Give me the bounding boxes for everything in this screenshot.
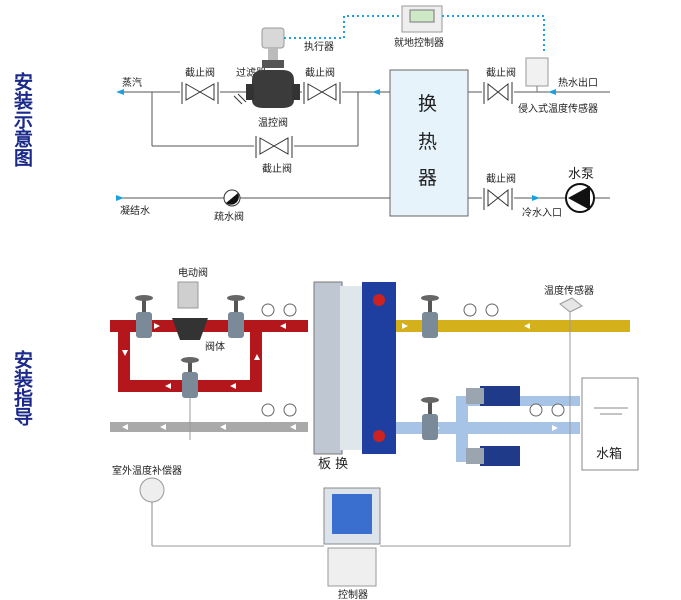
plate-exchanger-label: 板 换 xyxy=(318,457,348,472)
drain-valve-label: 疏水阀 xyxy=(214,210,244,223)
water-pump-label: 水泵 xyxy=(568,167,594,182)
hot-water-pipe-yellow xyxy=(396,320,630,332)
heat-exchanger xyxy=(389,69,469,217)
stop-valve-2-label: 截止阀 xyxy=(305,66,335,79)
condensate-arrows xyxy=(122,424,296,430)
condensate-label: 凝结水 xyxy=(120,204,150,217)
controller-label: 控制器 xyxy=(338,588,368,600)
stop-valve-2 xyxy=(302,82,342,104)
filter-symbol xyxy=(233,93,247,105)
temp-sensor xyxy=(559,297,583,313)
top-section-title: 安装示意图 xyxy=(11,71,34,168)
hot-water-out-label: 热水出口 xyxy=(558,76,598,89)
circulation-pump-2 xyxy=(466,446,520,466)
svg-text:安装指导: 安装指导 xyxy=(11,349,34,426)
flow-arrows-top xyxy=(116,89,556,201)
water-tank xyxy=(581,377,639,471)
stop-valve-5 xyxy=(482,188,514,210)
stop-valve-3-label: 截止阀 xyxy=(262,162,292,175)
cold-water-in-label: 冷水入口 xyxy=(522,206,562,219)
stop-valve-1 xyxy=(180,82,220,104)
local-controller-label: 就地控制器 xyxy=(394,36,444,49)
electric-valve-label: 电动阀 xyxy=(178,266,208,279)
hot-water-arrows xyxy=(402,323,530,329)
stop-valve-4-label: 截止阀 xyxy=(486,66,516,79)
stop-valve-5-label: 截止阀 xyxy=(486,172,516,185)
water-pump xyxy=(565,183,595,213)
gate-valve-1 xyxy=(135,295,153,338)
gate-valve-3 xyxy=(181,357,199,398)
svg-text:安装示意图: 安装示意图 xyxy=(11,71,34,168)
controller xyxy=(323,487,381,587)
gate-valve-4 xyxy=(421,295,439,338)
stop-valve-1-label: 截止阀 xyxy=(185,66,215,79)
stop-valve-3 xyxy=(254,136,294,158)
circulation-pump-1 xyxy=(466,386,520,406)
bottom-section-title: 安装指导 xyxy=(11,349,34,426)
outdoor-comp-label: 室外温度补偿器 xyxy=(112,464,182,477)
temp-sensor-label: 温度传感器 xyxy=(544,284,594,297)
signal-line xyxy=(284,15,545,54)
stop-valve-4 xyxy=(482,82,514,104)
valve-body-label: 阀体 xyxy=(205,340,225,353)
pressure-gauges xyxy=(261,303,565,417)
heat-exchanger-label-2: 热 xyxy=(418,131,437,153)
plate-heat-exchanger xyxy=(313,281,396,455)
temp-valve-label: 温控阀 xyxy=(258,116,288,129)
control-wires xyxy=(152,312,571,547)
steam-label: 蒸汽 xyxy=(122,76,142,89)
heat-exchanger-label-3: 器 xyxy=(418,167,437,189)
control-valve xyxy=(246,27,300,108)
insert-sensor xyxy=(525,57,549,92)
steam-pipe-arrows xyxy=(122,323,286,389)
steam-pipe-red xyxy=(110,320,308,392)
water-tank-label: 水箱 xyxy=(596,446,622,462)
gate-valve-5 xyxy=(421,397,439,440)
outdoor-compensator xyxy=(139,477,165,546)
drain-valve xyxy=(223,189,241,207)
electric-valve xyxy=(172,281,208,340)
local-controller xyxy=(401,5,443,33)
condensate-pipe-gray xyxy=(110,422,308,432)
gate-valve-2 xyxy=(227,295,245,338)
insert-sensor-label: 侵入式温度传感器 xyxy=(518,102,598,115)
actuator-label: 执行器 xyxy=(304,40,334,53)
heat-exchanger-label-1: 换 xyxy=(418,93,437,115)
